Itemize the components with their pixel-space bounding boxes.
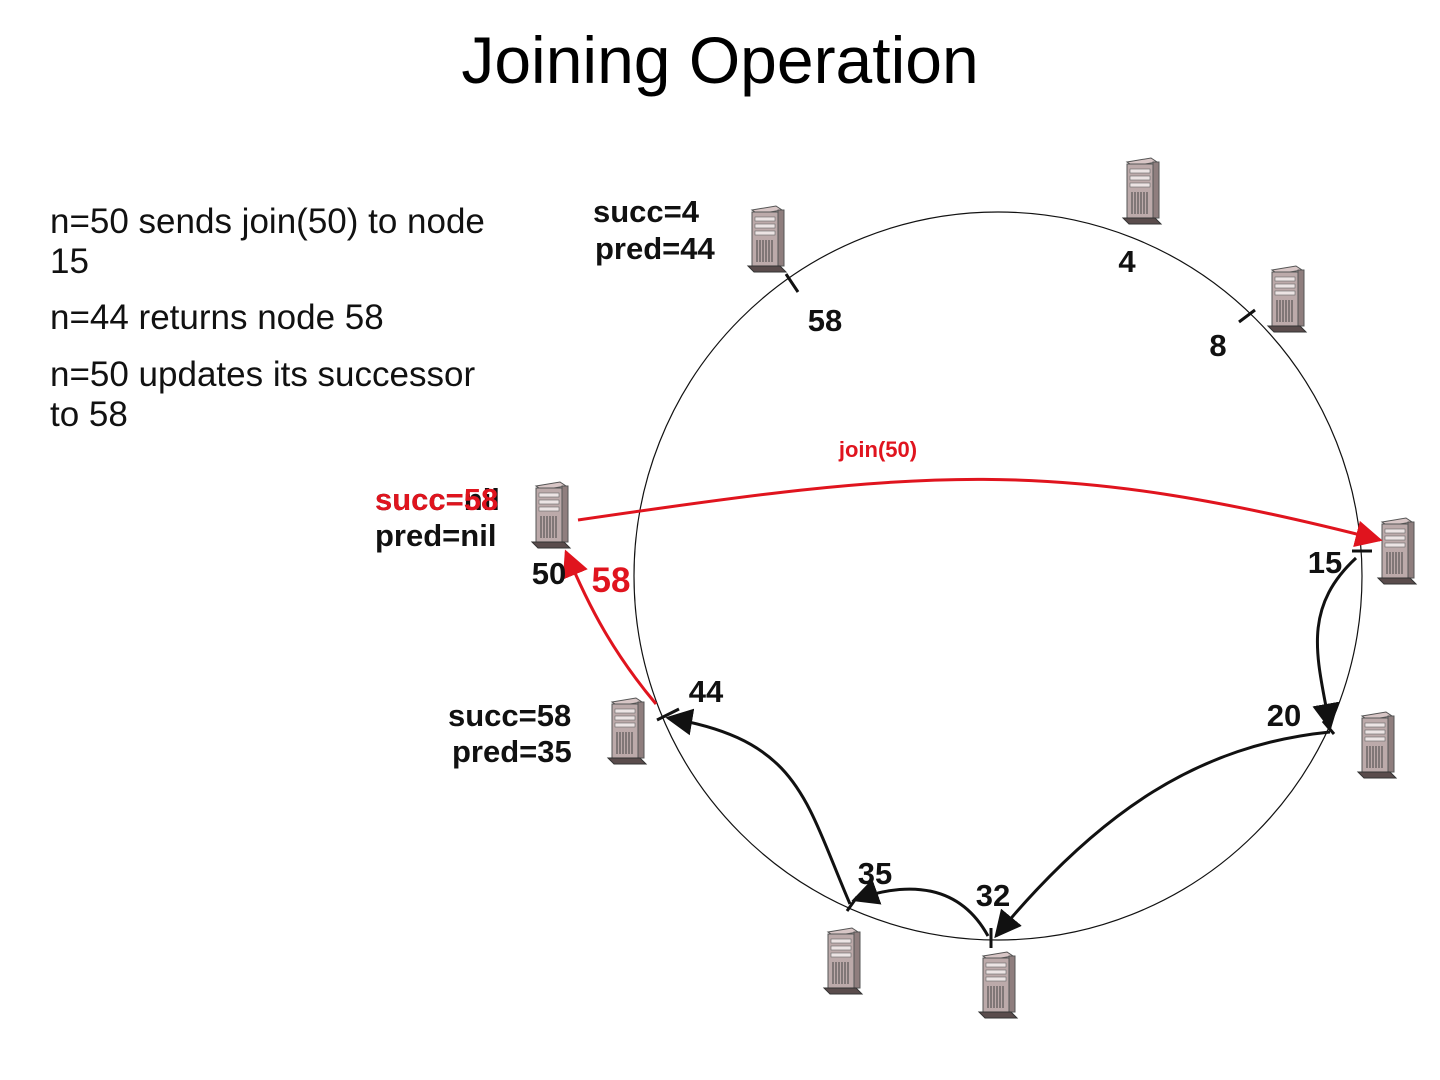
server-58-icon: [747, 205, 787, 273]
join-message-label: join(50): [838, 437, 917, 462]
node50-pred: pred=nil: [375, 518, 496, 553]
node-label-44: 44: [689, 674, 724, 709]
node-label-32: 32: [976, 878, 1010, 913]
server-32-icon: [978, 951, 1018, 1019]
lookup-arrow-35-to-44: [665, 708, 852, 905]
node-label-35: 35: [858, 856, 892, 891]
node-label-4: 4: [1118, 244, 1136, 279]
server-4-icon: [1122, 157, 1162, 225]
server-35-icon: [823, 927, 863, 995]
server-8-icon: [1267, 265, 1307, 333]
node44-succ: succ=58: [448, 698, 571, 733]
node58-succ: succ=4: [593, 194, 700, 229]
reply-message-arrow: [562, 549, 658, 705]
server-20-icon: [1357, 711, 1397, 779]
server-50-icon: [531, 481, 571, 549]
reply-message-label: 58: [592, 561, 631, 600]
node-label-58: 58: [808, 303, 842, 338]
bullet-update: n=50 updates its successor to 58: [50, 355, 476, 434]
tick-8: [1238, 308, 1256, 324]
bullet-join: n=50 sends join(50) to node 15: [50, 202, 485, 281]
lookup-arrow-20-to-32: [994, 730, 1331, 939]
node-label-50: 50: [532, 556, 566, 591]
server-15-icon: [1377, 517, 1417, 585]
node44-pred: pred=35: [452, 734, 572, 769]
node50-succ-new: succ=58: [375, 482, 498, 517]
node-label-8: 8: [1209, 328, 1226, 363]
node50-succ-old: succ=nil: [375, 482, 500, 517]
join-message-arrow: [577, 477, 1383, 548]
page-title: Joining Operation: [461, 23, 979, 97]
node-label-20: 20: [1267, 698, 1301, 733]
node58-pred: pred=44: [595, 231, 716, 266]
tick-58: [784, 273, 800, 293]
node-label-15: 15: [1308, 545, 1342, 580]
server-44-icon: [607, 697, 647, 765]
identifier-ring: [633, 211, 1363, 941]
bullet-return: n=44 returns node 58: [50, 298, 384, 337]
lookup-arrow-15-to-20: [1312, 556, 1358, 731]
lookup-arrow-32-to-35: [851, 879, 990, 937]
